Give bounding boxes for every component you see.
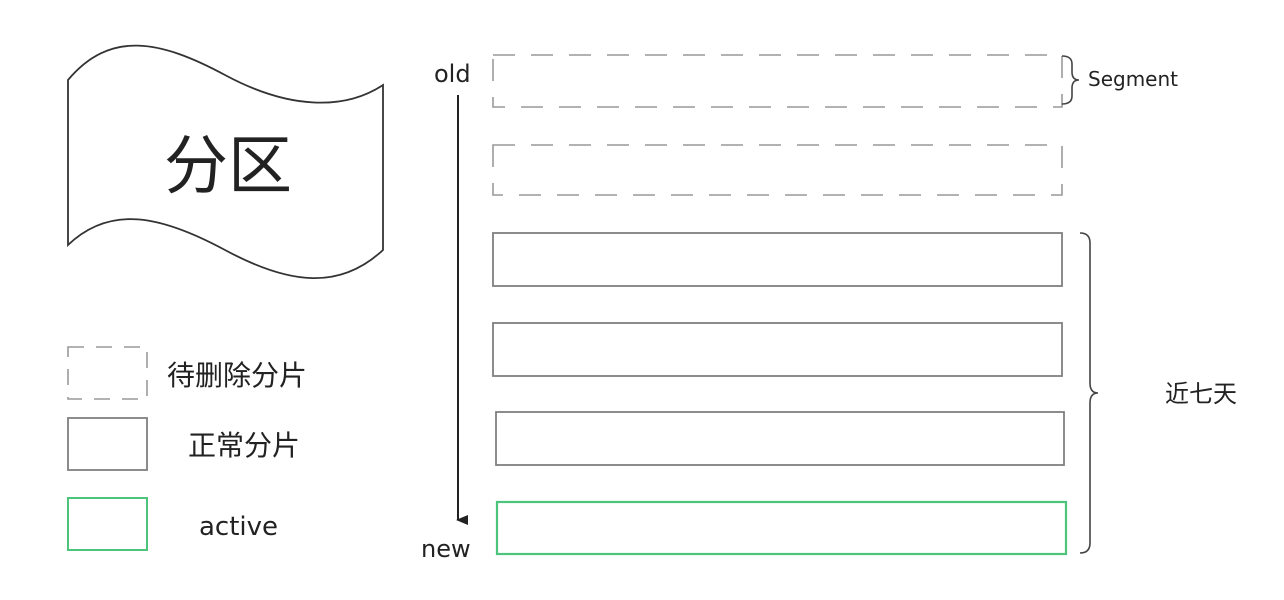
segment-6-active bbox=[495, 500, 1068, 556]
legend: 待删除分片 正常分片 active bbox=[67, 346, 307, 551]
legend-normal-swatch bbox=[67, 417, 148, 471]
legend-active-label: active bbox=[199, 512, 278, 542]
segment-1-pending-delete bbox=[492, 54, 1063, 108]
segment-4-normal bbox=[492, 322, 1063, 377]
partition-label: 分区 bbox=[164, 130, 292, 204]
partition-shape bbox=[67, 44, 384, 280]
legend-normal-label: 正常分片 bbox=[188, 429, 300, 462]
recent-brace bbox=[1079, 232, 1099, 554]
axis-old-label: old bbox=[434, 60, 471, 88]
legend-dashed-label: 待删除分片 bbox=[167, 359, 307, 392]
segment-2-pending-delete bbox=[492, 144, 1063, 196]
legend-dashed-swatch bbox=[67, 346, 148, 400]
recent-annotation: 近七天 bbox=[1165, 380, 1237, 408]
segment-brace bbox=[1061, 55, 1080, 105]
segment-5-normal bbox=[495, 411, 1065, 466]
axis-new-label: new bbox=[421, 535, 471, 563]
segment-3-normal bbox=[492, 232, 1063, 287]
segment-annotation: Segment bbox=[1088, 67, 1178, 91]
legend-active-swatch bbox=[67, 497, 148, 551]
